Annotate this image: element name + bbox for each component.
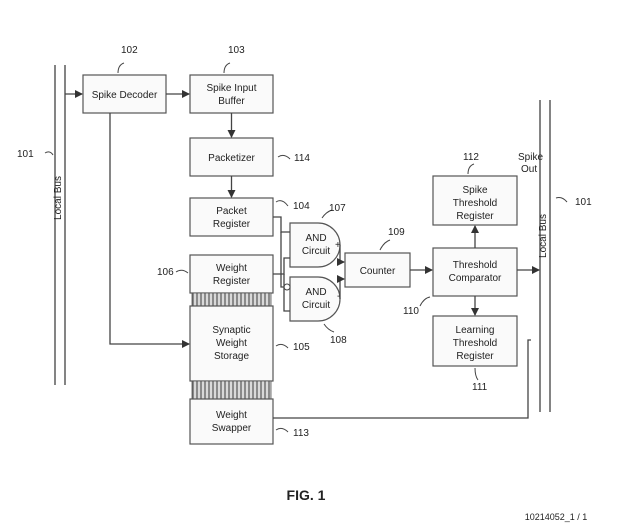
threshold-comparator-ref-lead: [419, 296, 431, 307]
page-number: 10214052_1 / 1: [525, 512, 588, 522]
and-circuit-bottom-ref-lead: [323, 323, 335, 333]
packetizer-ref-lead: [277, 154, 291, 160]
spike-decoder-block: Spike Decoder: [82, 74, 167, 114]
wire-packet-to-and-top: [273, 216, 290, 233]
packet-register-block: Packet Register: [189, 197, 274, 237]
and-circuit-top-label-line1: AND: [305, 233, 326, 244]
spike-input-buffer-label-line2: Buffer: [218, 96, 245, 107]
spike-threshold-register-block: Spike Threshold Register: [432, 175, 518, 226]
figure-title: FIG. 1: [287, 487, 326, 503]
spike-out-label-line2: Out: [521, 164, 537, 175]
counter-minus-label: -: [337, 291, 340, 302]
wire-weight-to-and-bottom: [283, 274, 290, 312]
counter-plus-label: +: [335, 240, 341, 251]
threshold-comparator-ref: 110: [403, 306, 419, 317]
learning-threshold-register-label-line2: Threshold: [453, 338, 497, 349]
left-local-bus: Local Bus: [53, 65, 66, 385]
spike-out-label-line1: Spike: [518, 152, 543, 163]
connections: [65, 90, 540, 419]
packetizer-block: Packetizer: [189, 137, 274, 177]
counter-label: Counter: [360, 266, 396, 277]
counter-block: Counter: [344, 252, 411, 288]
threshold-comparator-block: Threshold Comparator: [432, 247, 518, 297]
and-circuit-bottom-label-line1: AND: [305, 287, 326, 298]
and-circuit-top-ref-lead: [321, 209, 333, 219]
spike-input-buffer-block: Spike Input Buffer: [189, 74, 274, 114]
synaptic-weight-storage-ref: 105: [293, 342, 310, 353]
spike-decoder-label: Spike Decoder: [92, 90, 158, 101]
packet-register-ref: 104: [293, 201, 310, 212]
synaptic-weight-storage-label-line3: Storage: [214, 351, 249, 362]
weight-bus-hatch-top: [191, 292, 272, 307]
right-local-bus: Local Bus: [538, 100, 551, 412]
spike-decoder-ref-lead: [117, 62, 125, 74]
and-circuit-top-label-line2: Circuit: [302, 246, 331, 257]
weight-register-label-line1: Weight: [216, 263, 247, 274]
counter-ref: 109: [388, 227, 405, 238]
wire-decoder-to-storage: [109, 113, 190, 348]
counter-ref-lead: [379, 239, 391, 251]
spike-threshold-register-ref-lead: [467, 163, 475, 175]
packet-register-ref-lead: [275, 200, 289, 207]
right-bus-ref-lead: [555, 197, 568, 203]
threshold-comparator-label-line2: Comparator: [449, 273, 502, 284]
weight-swapper-label-line2: Swapper: [212, 423, 252, 434]
and-circuit-bottom-label-line2: Circuit: [302, 300, 331, 311]
and-circuit-bottom-ref: 108: [330, 335, 347, 346]
synaptic-weight-storage-label-line2: Weight: [216, 338, 247, 349]
wire-weight-to-and-top: [273, 257, 290, 275]
spike-input-buffer-ref: 103: [228, 45, 245, 56]
and-circuit-bottom: AND Circuit: [283, 276, 341, 322]
weight-swapper-ref-lead: [275, 427, 289, 433]
spike-decoder-ref: 102: [121, 45, 138, 56]
wire-and-top-to-counter: [337, 245, 345, 266]
and-circuit-top-ref: 107: [329, 203, 346, 214]
learning-threshold-register-block: Learning Threshold Register: [432, 315, 518, 367]
learning-threshold-register-label-line3: Register: [456, 351, 494, 362]
packet-register-label-line2: Register: [213, 219, 251, 230]
spike-threshold-register-ref: 112: [463, 152, 479, 163]
left-bus-ref: 101: [17, 149, 34, 160]
spike-input-buffer-label-line1: Spike Input: [206, 83, 256, 94]
weight-swapper-ref: 113: [293, 428, 309, 439]
weight-register-ref-lead: [175, 269, 189, 274]
weight-swapper-label-line1: Weight: [216, 410, 247, 421]
wire-and-bottom-to-counter: [337, 275, 345, 299]
and-circuit-bottom-inverter: [283, 283, 291, 291]
packetizer-label: Packetizer: [208, 153, 255, 164]
weight-swapper-block: Weight Swapper: [189, 398, 274, 445]
packetizer-ref: 114: [294, 153, 310, 164]
wire-packet-to-and-bottom: [280, 232, 284, 288]
learning-threshold-register-label-line1: Learning: [456, 325, 495, 336]
spike-threshold-register-label-line3: Register: [456, 211, 494, 222]
spike-threshold-register-label-line2: Threshold: [453, 198, 497, 209]
and-circuit-top: AND Circuit: [289, 222, 341, 268]
right-bus-ref: 101: [575, 197, 592, 208]
learning-threshold-register-ref: 111: [472, 382, 488, 393]
packet-register-label-line1: Packet: [216, 206, 247, 217]
synaptic-weight-storage-ref-lead: [275, 343, 289, 349]
wire-swapper-to-learning: [273, 339, 531, 419]
spike-threshold-register-label-line1: Spike: [462, 185, 487, 196]
left-bus-ref-lead: [44, 151, 54, 156]
weight-register-label-line2: Register: [213, 276, 251, 287]
weight-register-block: Weight Register: [189, 254, 274, 294]
threshold-comparator-label-line1: Threshold: [453, 260, 497, 271]
learning-threshold-register-ref-lead: [474, 367, 479, 381]
synaptic-weight-storage-block: Synaptic Weight Storage: [189, 305, 274, 382]
left-bus-label: Local Bus: [53, 176, 64, 220]
weight-register-ref: 106: [157, 267, 174, 278]
spike-input-buffer-ref-lead: [223, 62, 231, 74]
synaptic-weight-storage-label-line1: Synaptic: [212, 325, 250, 336]
right-bus-label: Local Bus: [538, 214, 549, 258]
weight-bus-hatch-bottom: [191, 380, 272, 400]
